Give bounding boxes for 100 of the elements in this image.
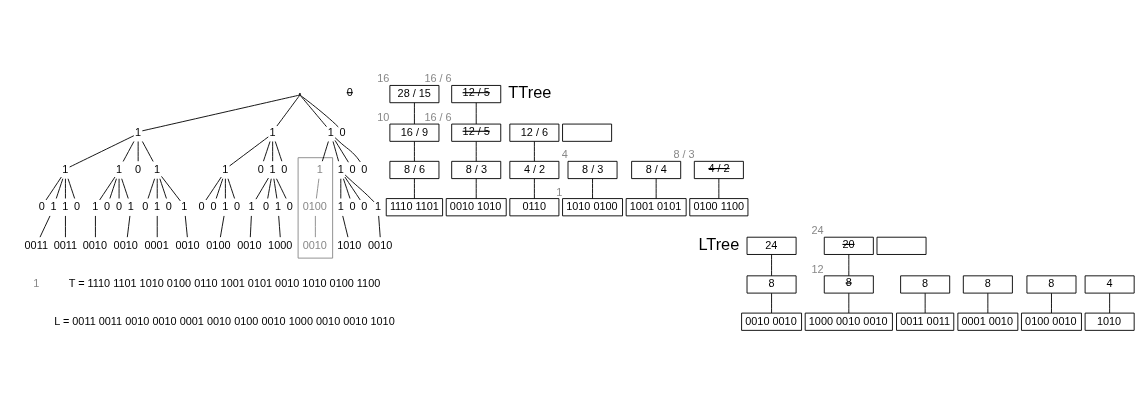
node-box: 12 / 5 [451,85,502,104]
label: 1 [33,277,40,290]
connector [413,141,415,162]
connector [413,178,415,199]
node-box: 1010 0100 [562,198,623,217]
node-text: 0100 [206,238,231,251]
connector [99,176,116,201]
label: TTree [508,83,552,102]
node-text: 0 [263,200,270,213]
node-label: 16 [377,72,390,85]
node-text: 1 [181,200,188,213]
node-box: 4 / 2 [693,160,744,180]
connector [255,177,269,200]
node-text: 0011 [24,238,48,251]
node-text: 0011 [53,238,78,251]
node-text: 0 [142,200,149,213]
node-text: 1 [127,200,134,213]
connector [273,178,278,199]
node-box: 16 / 9 [389,123,440,142]
connector [771,254,773,277]
connector [413,102,415,125]
connector [340,178,342,199]
node-text: 1 [337,200,344,213]
node-text: 0 [234,200,241,213]
connector [334,137,361,163]
node-text: 1 [62,200,69,213]
connector [141,141,154,162]
connector [205,176,222,201]
connector [121,178,129,199]
node-text: 0010 [302,238,327,251]
connector [263,141,271,162]
node-text: 1 [92,200,99,213]
node-text: 1 [327,125,334,138]
node-text: 0 [74,200,81,213]
connector [109,178,117,199]
connector [344,176,361,201]
connector [45,176,62,201]
node-label: 8 / 3 [673,148,695,161]
node-text: 0010 [237,238,262,251]
node-text: 0 [257,162,264,175]
label: T = 1110 1101 1010 0100 0110 1001 0101 0010 1010 0100 1100 [68,277,381,290]
node-box: 1110 1101 [385,198,444,217]
connector [126,215,131,238]
node-box: 8 [1026,275,1077,294]
connector [321,141,329,162]
node-text: 0 [198,200,205,213]
node-box: 12 / 6 [509,123,560,142]
connector [147,178,156,199]
node-text: 0100 [302,200,327,213]
connector [249,215,252,238]
node-box: 28 / 15 [389,85,440,104]
node-text: 1 [337,162,344,175]
node-box: 0011 0011 [896,312,955,331]
connector [299,94,327,128]
connector [655,178,657,199]
node-box: 4 [1084,275,1135,294]
node-text: 1 [134,125,142,138]
node-text: 1 [222,200,229,213]
node-box: 8 [962,275,1013,294]
node-box: 8 [746,275,797,294]
connector [475,141,477,162]
node-text: 1 [316,162,323,175]
node-text: 1 [269,162,276,175]
node-text: 1 [222,162,229,175]
connector [65,178,66,199]
connector [718,178,720,199]
label: L = 0011 0011 0010 0010 0001 0010 0100 0010 1000 0010 0010 1010 [54,314,395,327]
connector [924,292,926,314]
connector [122,141,135,162]
node-box [562,123,613,142]
node-box: 12 / 5 [451,123,502,142]
connector [533,141,535,162]
connector [219,215,225,238]
connector [1109,292,1111,314]
node-text: 0 [165,200,172,213]
node-box [876,236,927,255]
connector [332,141,340,162]
node-box: 1010 [1084,312,1135,331]
node-text: 0010 [113,238,138,251]
node-box: 0100 1100 [689,198,749,217]
node-text: 1 [50,200,57,213]
node-text: 0 [115,200,122,213]
connector [592,178,593,199]
node-point [298,92,302,96]
node-text: 1 [248,200,255,213]
connector [55,178,64,199]
node-text: 0001 [144,238,169,251]
node-text: 0 [286,200,293,213]
node-label: 10 [377,110,390,123]
node-text: 0 [349,200,356,213]
node-box: 1000 0010 0010 [804,312,893,331]
node-box: 8 / 3 [451,160,502,180]
node-text: 1010 [337,238,362,251]
connector [334,140,349,163]
connector [1051,292,1052,314]
node-text: 1 [115,162,122,175]
node-text: 0 [104,200,111,213]
node-box: 0001 0010 [957,312,1019,331]
node-label: 16 / 6 [424,72,452,85]
node-box: 0010 0010 [741,312,802,331]
